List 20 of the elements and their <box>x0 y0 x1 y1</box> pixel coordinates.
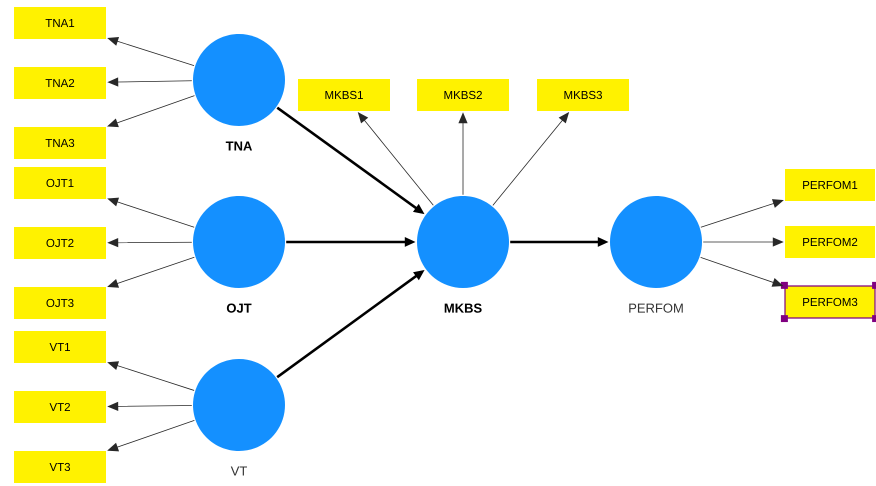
indicator-box: VT3 <box>14 450 106 483</box>
latent-label: MKBS <box>444 304 482 313</box>
indicator-box: MKBS2 <box>417 79 509 111</box>
latent-label: OJT <box>226 304 252 313</box>
indicator-box: TNA1 <box>14 7 106 39</box>
indicator-box: OJT2 <box>14 226 106 259</box>
indicator-box: PERFOM3 <box>784 285 876 319</box>
indicator-box: PERFOM2 <box>785 226 875 258</box>
indicator-box: TNA2 <box>14 66 106 99</box>
indicator-box: TNA3 <box>14 126 106 159</box>
indicator-box: VT1 <box>14 330 106 363</box>
latent-label: VT <box>230 466 247 476</box>
latent-label: TNA <box>226 142 252 150</box>
indicator-box: OJT1 <box>14 166 106 199</box>
indicator-box: PERFOM1 <box>785 168 875 201</box>
indicator-box: OJT3 <box>14 286 106 319</box>
indicator-box: MKBS1 <box>298 79 390 111</box>
indicator-box: MKBS3 <box>537 79 629 111</box>
latent-label: PERFOM <box>629 304 683 313</box>
indicator-box: VT2 <box>14 390 106 423</box>
